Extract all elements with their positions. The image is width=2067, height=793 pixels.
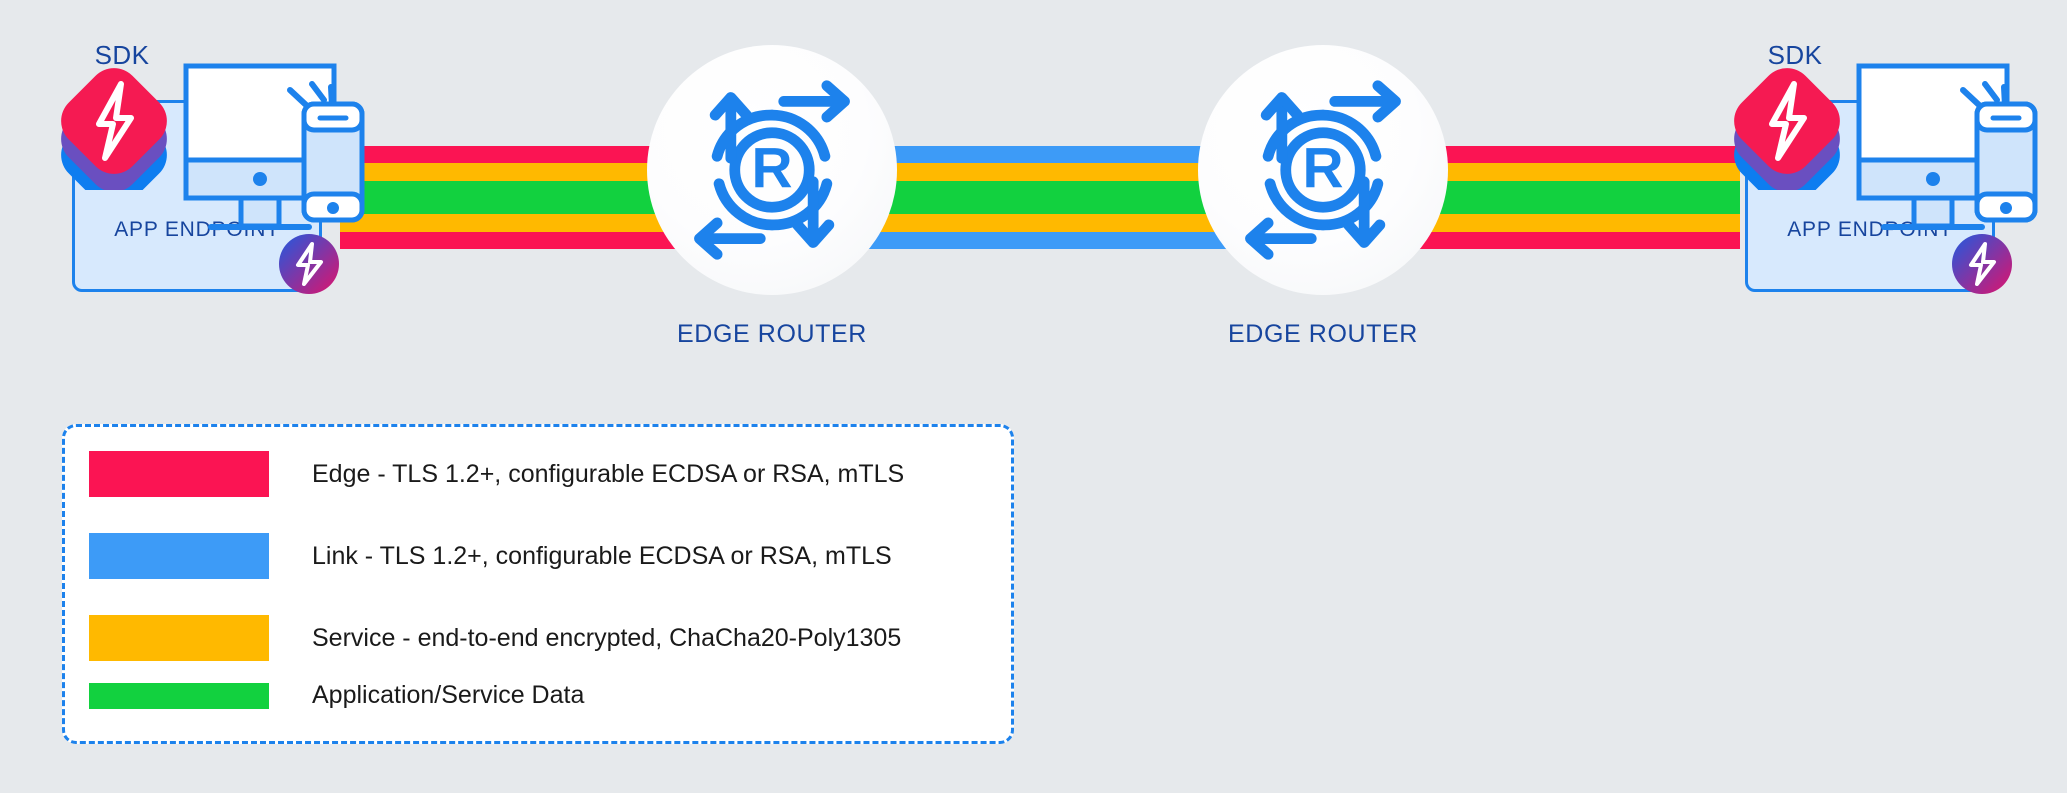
router-icon: R xyxy=(694,80,850,260)
legend-label-link: Link - TLS 1.2+, configurable ECDSA or R… xyxy=(312,541,892,570)
svg-text:R: R xyxy=(1302,138,1343,201)
sdk-label-right: SDK xyxy=(1767,40,1823,70)
legend-label-edge: Edge - TLS 1.2+, configurable ECDSA or R… xyxy=(312,459,905,488)
router-right-label: EDGE ROUTER xyxy=(1228,320,1418,348)
sdk-stack-icon xyxy=(1734,68,1840,190)
legend-label-application: Application/Service Data xyxy=(312,681,585,709)
pipe-edge-band-bottom-left xyxy=(340,232,702,249)
pipe-app-band-left xyxy=(340,181,702,214)
pipe-edge-band-top-left xyxy=(340,146,702,163)
legend-item-service: Service - end-to-end encrypted, ChaCha20… xyxy=(89,615,901,661)
router-icon: R xyxy=(1245,80,1401,260)
pipe-service-band-bottom-left xyxy=(340,214,702,232)
legend-item-application: Application/Service Data xyxy=(89,681,584,710)
svg-text:R: R xyxy=(751,138,792,201)
ziti-badge-icon xyxy=(1952,234,2012,294)
endpoint-left-label: APP ENDPOINT xyxy=(114,218,280,241)
endpoint-left[interactable]: APP ENDPOINT SDK xyxy=(0,0,420,300)
legend-swatch-link xyxy=(89,533,269,579)
legend-label-service: Service - end-to-end encrypted, ChaCha20… xyxy=(312,623,902,652)
legend-swatch-application xyxy=(89,682,269,709)
device-group-left xyxy=(183,63,365,230)
legend-swatch-edge xyxy=(89,451,269,497)
legend-swatch-service xyxy=(89,615,269,661)
router-right-bubble[interactable]: R xyxy=(1198,45,1448,295)
ziti-badge-icon xyxy=(279,234,339,294)
legend-panel: Edge - TLS 1.2+, configurable ECDSA or R… xyxy=(62,424,1014,744)
device-group-right xyxy=(1856,63,2038,230)
legend-item-link: Link - TLS 1.2+, configurable ECDSA or R… xyxy=(89,533,892,579)
sdk-stack-icon xyxy=(61,68,167,190)
router-left-label: EDGE ROUTER xyxy=(677,320,867,348)
sdk-label-left: SDK xyxy=(94,40,150,70)
router-left-bubble[interactable]: R xyxy=(647,45,897,295)
endpoint-right[interactable]: APP ENDPOINT SDK xyxy=(1645,0,2067,300)
pipe-service-band-top-left xyxy=(340,163,702,181)
legend-item-edge: Edge - TLS 1.2+, configurable ECDSA or R… xyxy=(89,451,904,497)
endpoint-right-label: APP ENDPOINT xyxy=(1787,218,1953,241)
